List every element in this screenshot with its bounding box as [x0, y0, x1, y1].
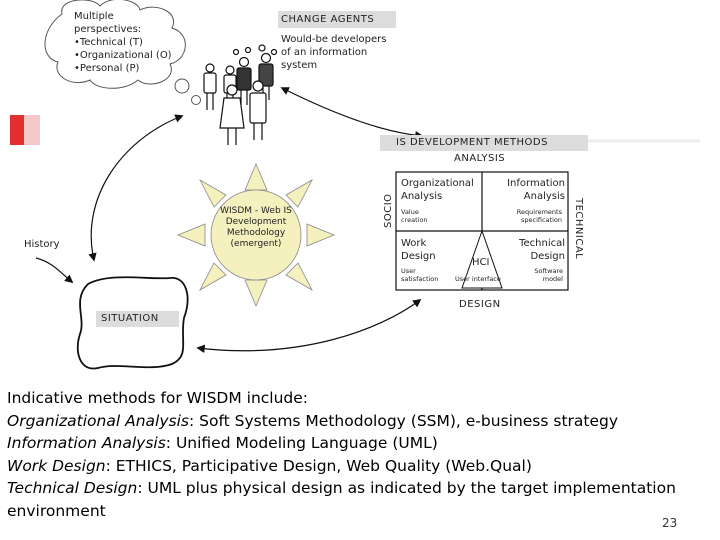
history-arrow: [35, 257, 74, 284]
caption: Indicative methods for WISDM include: Or…: [7, 387, 713, 522]
wisdm-label: WISDM - Web IS Development Methodology (…: [220, 206, 292, 249]
analysis-label: ANALYSIS: [454, 153, 506, 164]
quadrant-work-design: Work Design: [401, 238, 436, 262]
arrow-agents-to-situation: [88, 114, 184, 262]
sub-user-satisfaction: User satisfaction: [401, 267, 439, 283]
caption-line-work: Work Design: ETHICS, Participative Desig…: [7, 456, 532, 475]
perspectives-text: Multiple perspectives: •Technical (T) •O…: [74, 10, 172, 75]
history-label: History: [24, 239, 60, 250]
caption-line-org: Organizational Analysis: Soft Systems Me…: [7, 411, 619, 430]
change-agents-header: CHANGE AGENTS: [278, 11, 396, 28]
perspectives-cloud: [44, 0, 186, 89]
page-number: 23: [662, 516, 678, 530]
socio-label: SOCIO: [383, 193, 394, 228]
perspectives-title-2: perspectives:: [74, 24, 142, 35]
perspective-personal: •Personal (P): [74, 63, 140, 74]
caption-line-env: environment: [7, 501, 106, 520]
wisdm-sun: [176, 162, 336, 308]
perspective-organizational: •Organizational (O): [74, 50, 172, 61]
quadrant-org-analysis: Organizational Analysis: [401, 178, 474, 202]
caption-line-info: Information Analysis: Unified Modeling L…: [7, 434, 438, 452]
sub-user-interface: User interface: [455, 275, 501, 283]
quadrant-info-analysis: Information Analysis: [507, 178, 565, 202]
methods-header: IS DEVELOPMENT METHODS: [380, 135, 588, 151]
perspective-technical: •Technical (T): [74, 37, 143, 48]
cloud-bubble-1: [174, 78, 190, 94]
arrow-agents-to-methods: [280, 87, 424, 140]
hci-label: HCI: [472, 257, 490, 268]
technical-label: TECHNICAL: [573, 198, 584, 260]
people-icon: [203, 44, 278, 145]
caption-line-tech: Technical Design: UML plus physical desi…: [7, 479, 676, 497]
perspectives-title-1: Multiple: [74, 11, 114, 22]
situation-label: SITUATION: [96, 311, 179, 327]
caption-intro: Indicative methods for WISDM include:: [7, 389, 309, 407]
sub-value-creation: Value creation: [401, 208, 428, 224]
design-label: DESIGN: [459, 299, 501, 310]
change-agents-desc: Would-be developers of an information sy…: [281, 34, 387, 71]
cloud-bubble-2: [191, 95, 201, 105]
hci-triangle: [461, 229, 503, 289]
sub-requirements: Requirements specification: [516, 208, 562, 224]
quadrant-tech-design: Technical Design: [519, 238, 565, 262]
sub-software-model: Software model: [534, 267, 563, 283]
red-accent-mark: [10, 115, 24, 145]
arrow-methods-to-situation: [196, 298, 422, 353]
